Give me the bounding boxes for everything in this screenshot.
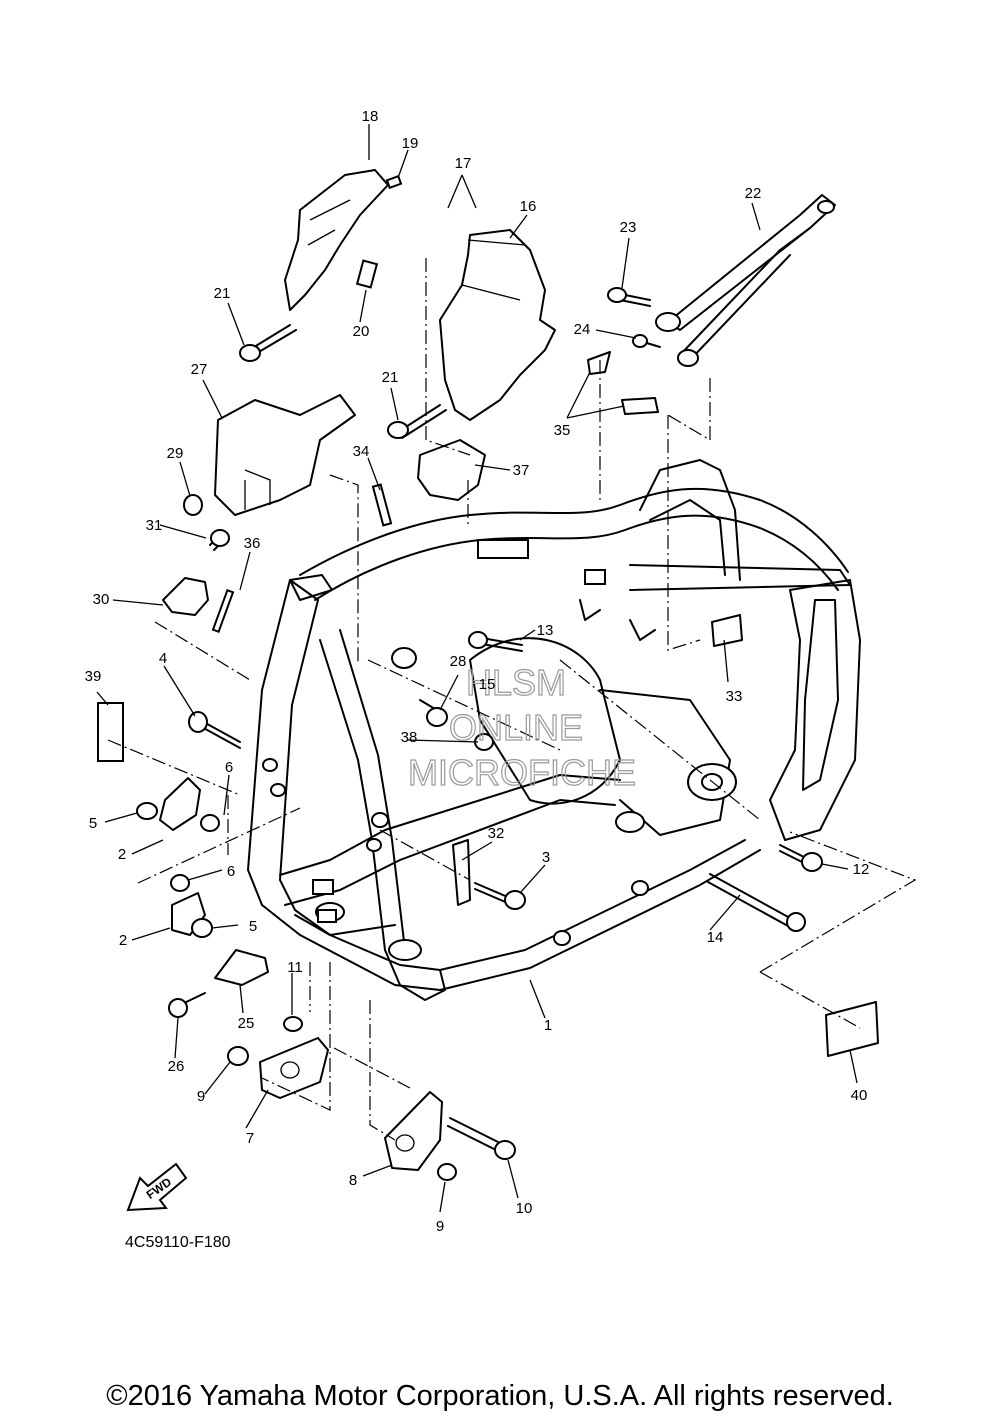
callout-31: 31 — [146, 517, 163, 534]
damper-20-shape — [355, 259, 379, 289]
callout-14: 14 — [707, 929, 724, 946]
main-frame — [247, 459, 861, 1001]
leader-lines — [96, 124, 858, 1213]
callout-18: 18 — [362, 108, 379, 125]
side-cover-18 — [284, 169, 389, 311]
callout-23: 23 — [620, 219, 637, 236]
watermark-line1: HLSM — [466, 662, 566, 703]
callout-6: 6 — [225, 759, 233, 776]
cover-16 — [439, 229, 556, 421]
bracket-22 — [655, 194, 836, 367]
callout-25: 25 — [238, 1015, 255, 1032]
callout-38: 38 — [401, 729, 418, 746]
label-35b — [621, 397, 659, 415]
callout-34: 34 — [353, 443, 370, 460]
label-35a — [587, 351, 611, 375]
callout-17: 17 — [455, 155, 472, 172]
callout-39: 39 — [85, 668, 102, 685]
plate-30 — [162, 577, 209, 616]
callout-35: 35 — [554, 422, 571, 439]
label-33-shape — [711, 614, 743, 647]
callout-1: 1 — [544, 1017, 552, 1034]
copyright-notice: ©2016 Yamaha Motor Corporation, U.S.A. A… — [106, 1380, 894, 1412]
callout-9: 9 — [197, 1088, 205, 1105]
callout-2: 2 — [118, 846, 126, 863]
callout-29: 29 — [167, 445, 184, 462]
callout-21: 21 — [214, 285, 231, 302]
callout-9-lower: 9 — [436, 1218, 444, 1235]
assembly-lines — [107, 258, 917, 1141]
label-39-shape — [97, 702, 124, 762]
diagram-code: 4C59110-F180 — [125, 1234, 231, 1251]
callout-13: 13 — [537, 622, 554, 639]
watermark-line3: MICROFICHE — [408, 752, 636, 793]
grommet-29-shape — [183, 494, 203, 516]
bracket-27 — [214, 394, 356, 516]
bolts — [136, 287, 823, 1181]
callout-28: 28 — [450, 653, 467, 670]
callout-22: 22 — [745, 185, 762, 202]
callout-6-lower: 6 — [227, 863, 235, 880]
callout-5: 5 — [89, 815, 97, 832]
callout-32: 32 — [488, 825, 505, 842]
callout-27: 27 — [191, 361, 208, 378]
watermark: HLSM ONLINE MICROFICHE — [407, 661, 636, 793]
callout-10: 10 — [516, 1200, 533, 1217]
callout-4: 4 — [159, 650, 167, 667]
callout-21-lower: 21 — [382, 369, 399, 386]
callout-26: 26 — [168, 1058, 185, 1075]
callout-12: 12 — [853, 861, 870, 878]
callout-24: 24 — [574, 321, 591, 338]
callout-19: 19 — [402, 135, 419, 152]
callout-2-lower: 2 — [119, 932, 127, 949]
callout-36: 36 — [244, 535, 261, 552]
cover-37 — [417, 439, 486, 501]
callout-11: 11 — [287, 959, 303, 976]
band-34-shape — [371, 483, 393, 527]
callout-3: 3 — [542, 849, 550, 866]
callouts: 1 2 2 3 4 5 5 6 6 7 8 9 9 10 11 12 13 14… — [85, 108, 870, 1235]
clip-19-shape — [385, 174, 403, 190]
watermark-line2: ONLINE — [449, 707, 583, 748]
callout-7: 7 — [246, 1130, 254, 1147]
callout-33: 33 — [726, 688, 743, 705]
callout-16: 16 — [520, 198, 537, 215]
strip-36-shape — [211, 588, 235, 634]
label-40-shape — [825, 1001, 879, 1057]
callout-20: 20 — [353, 323, 370, 340]
callout-40: 40 — [851, 1087, 868, 1104]
callout-37: 37 — [513, 462, 530, 479]
callout-5-lower: 5 — [249, 918, 257, 935]
callout-30: 30 — [93, 591, 110, 608]
fwd-arrow-icon: FWD — [126, 1162, 188, 1212]
callout-15: 15 — [479, 676, 496, 693]
callout-8: 8 — [349, 1172, 357, 1189]
